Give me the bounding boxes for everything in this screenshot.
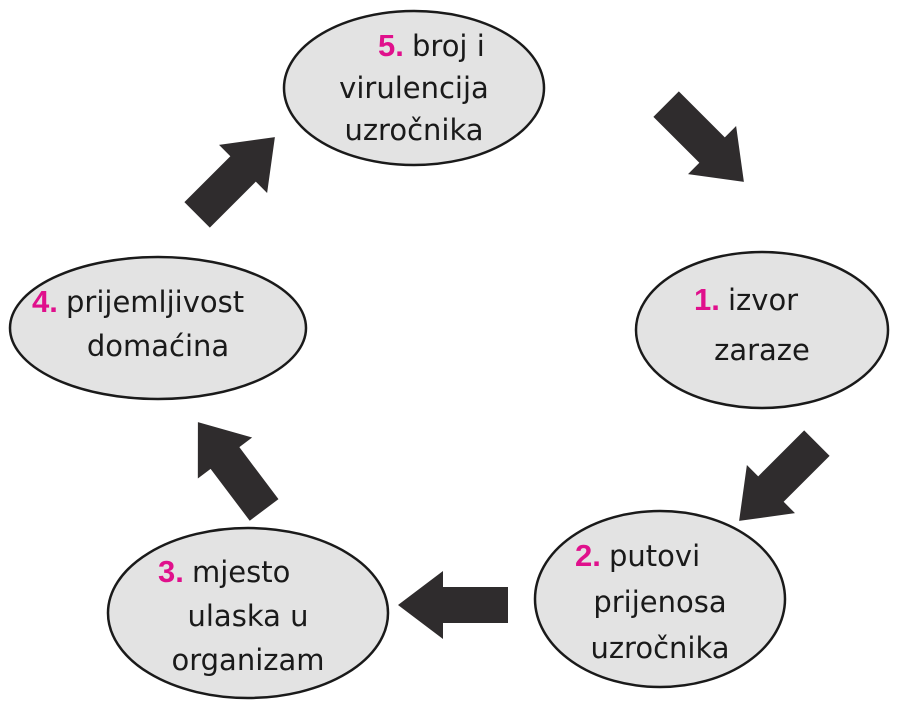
node-5-line-3: uzročnika [344, 113, 483, 147]
node-2-number: 2. [575, 538, 601, 573]
node-1-number: 1. [694, 282, 720, 317]
node-5: 5.broj i virulencija uzročnika [282, 9, 546, 167]
node-3-line-1: mjesto [192, 555, 290, 589]
arrow-3-to-4 [197, 422, 279, 521]
node-2-ellipse [533, 509, 787, 689]
arrow-5-to-1 [653, 91, 744, 182]
node-5-line-1: broj i [412, 29, 485, 63]
node-3-line-3: organizam [171, 643, 324, 677]
node-3-number: 3. [158, 554, 184, 589]
node-3-ellipse [106, 526, 390, 700]
node-3: 3.mjesto ulaska u organizam [106, 526, 390, 700]
node-2-line-1: putovi [609, 539, 700, 573]
nodes-layer: 1.izvor zaraze 2.putovi prijenosa uzročnika 3… [8, 9, 890, 700]
node-1-ellipse [634, 250, 890, 410]
arrow-2-to-3 [398, 571, 508, 639]
node-4-ellipse [8, 255, 308, 401]
node-3-line-2: ulaska u [188, 599, 309, 633]
node-4-number: 4. [32, 284, 58, 319]
arrow-4-to-5 [184, 137, 275, 228]
arrows-layer [184, 91, 830, 639]
node-5-number: 5. [378, 28, 404, 63]
node-2-line-3: uzročnika [590, 631, 729, 665]
node-5-line-2: virulencija [339, 71, 489, 105]
node-1: 1.izvor zaraze [634, 250, 890, 410]
node-2: 2.putovi prijenosa uzročnika [533, 509, 787, 689]
node-4: 4.prijemljivost domaćina [8, 255, 308, 401]
arrow-1-to-2 [739, 430, 830, 521]
node-5-ellipse [282, 9, 546, 167]
node-1-line-1: izvor [728, 283, 798, 317]
node-2-line-2: prijenosa [593, 585, 726, 619]
node-1-line-2: zaraze [714, 333, 810, 367]
node-4-line-2: domaćina [87, 329, 229, 363]
node-4-line-1: prijemljivost [66, 285, 244, 319]
